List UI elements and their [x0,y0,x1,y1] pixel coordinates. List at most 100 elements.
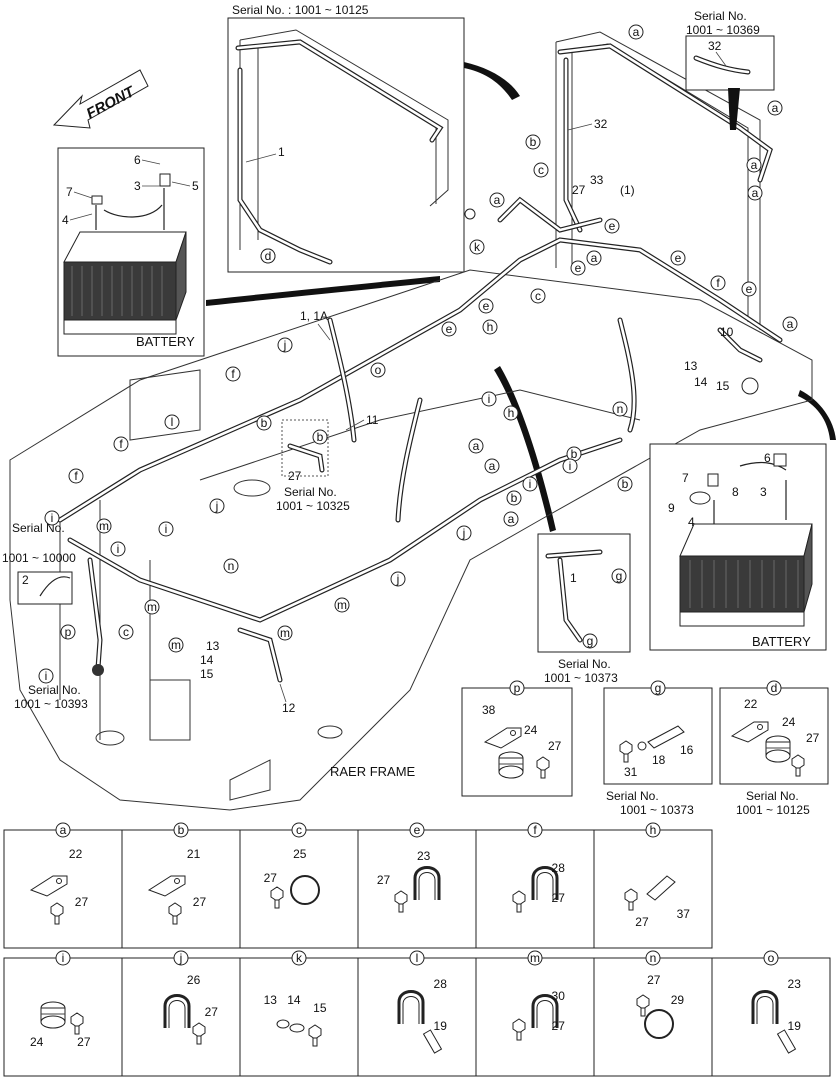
detail-f-key-text: f [533,823,537,837]
callout-c12: e [741,281,757,297]
detail-c-part-0: 25 [293,847,307,861]
serial-mid-1: Serial No. [284,485,337,499]
callout-c29-text: m [99,519,109,533]
label-15-right: 15 [716,379,730,393]
callout-c50-text: n [617,402,624,416]
callout-c51-text: b [622,477,629,491]
battery-right-label-7: 7 [682,471,689,485]
detail-c-key: c [291,822,307,838]
callout-c39: m [277,625,293,641]
pointer-swoop-right [728,88,740,130]
detail-i-part-1: 27 [77,1035,91,1049]
callout-c22: f [225,366,241,382]
battery-left-box: 6 5 3 7 4 BATTERY [57,147,205,357]
callout-c19: e [441,321,457,337]
front-arrow: FRONT [52,69,149,129]
battery-left-label-4: 4 [62,213,69,227]
label-32b: 32 [594,117,608,131]
detail-k-part-1: 14 [287,993,301,1007]
detail-m-key: m [527,950,543,966]
main-labels: 1, 1A 27 33 (1) 10 13 14 15 11 27 13 14 … [200,173,734,715]
detail-d-part-0: 22 [744,697,758,711]
callout-c54: g [582,633,598,649]
detail-a-part-1: 27 [75,895,89,909]
callout-c40-text: j [396,572,400,586]
serial-inset-1: Serial No. [558,657,611,671]
detail-p-part-0: 38 [482,703,496,717]
callout-c32-text: n [228,559,235,573]
label-27-mid: 27 [288,469,302,483]
detail-h-part-0: 27 [635,915,649,929]
callout-c11: f [710,275,726,291]
callout-c17: e [478,298,494,314]
callout-c46-text: a [489,459,496,473]
callout-c19-text: e [446,322,453,336]
callout-c27: f [68,468,84,484]
callout-c46: a [484,458,500,474]
detail-k-part-2: 15 [313,1001,327,1015]
detail-j-key: j [173,950,189,966]
callout-c53: g [611,568,627,584]
detail-j-key-text: j [179,951,183,965]
label-13-right: 13 [684,359,698,373]
callout-c01-text: a [633,25,640,39]
callout-c07-text: c [535,289,541,303]
callout-c31-text: j [215,499,219,513]
detail-e-part-1: 27 [377,873,391,887]
serial-top-right-2: 1001 ~ 10369 [686,23,760,37]
battery-right-label-9: 9 [668,501,675,515]
detail-l-key: l [409,950,425,966]
callout-c05: e [604,218,620,234]
detail-d-part-1: 24 [782,715,796,729]
detail-g-part-1: 31 [624,765,638,779]
detail-i-key-text: i [62,951,65,965]
detail-c-key-text: c [296,823,302,837]
pointer-swoop-battery-right [798,390,836,440]
inset-mid-right: 1 Serial No. 1001 ~ 10373 [537,533,631,685]
callout-c21-text: j [283,338,287,352]
detail-l-key-text: l [416,951,419,965]
callout-c51: b [617,476,633,492]
callout-c16: a [782,316,798,332]
callout-c27-text: f [74,469,78,483]
battery-right-label-8: 8 [732,485,739,499]
callout-c17-text: e [483,299,490,313]
pointer-swoop-top [464,62,520,100]
detail-j-part-1: 27 [205,1005,219,1019]
detail-d-key: d [766,680,782,696]
battery-right-label-4: 4 [688,515,695,529]
callout-c37: p [60,624,76,640]
label-13-low: 13 [206,639,220,653]
callout-c56: i [562,458,578,474]
callout-c14-text: a [752,186,759,200]
detail-n-part-0: 27 [647,973,661,987]
callout-c56-text: i [569,459,572,473]
callout-c14: a [747,185,763,201]
label-1-inset-top: 1 [278,145,285,159]
serial-mid-box: Serial No. 1001 ~ 10325 [276,419,350,513]
detail-o-part-0: 23 [788,977,802,991]
label-27-top: 27 [572,183,586,197]
callout-c13-text: a [772,101,779,115]
callout-c13: a [767,100,783,116]
callout-c06: k [469,239,485,255]
detail-h-key: h [645,822,661,838]
detail-k-key: k [291,950,307,966]
callout-c40: j [390,571,406,587]
detail-o-key-text: o [768,951,775,965]
detail-m-part-0: 30 [552,989,566,1003]
detail-f-part-1: 27 [552,891,566,905]
detail-o-part-1: 19 [788,1019,802,1033]
callout-c33-text: i [117,542,120,556]
detail-n-part-1: 29 [671,993,685,1007]
serial-top-mid: Serial No. : 1001 ~ 10125 [232,3,369,17]
callout-c43-text: a [473,439,480,453]
detail-l-part-1: 19 [434,1019,448,1033]
callout-c34: m [144,599,160,615]
